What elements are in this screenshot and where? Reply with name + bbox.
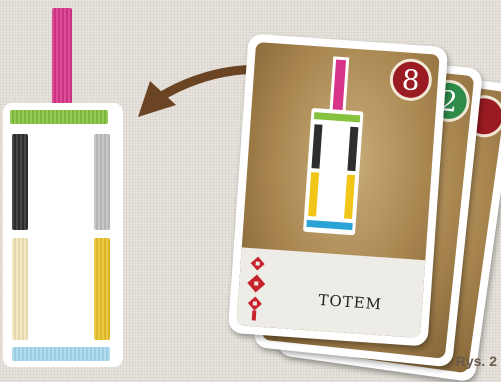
card-title: TOTEM xyxy=(278,288,423,316)
card-front-number: 8 xyxy=(401,63,421,97)
card-front[interactable]: TOTEM 8 xyxy=(228,33,448,346)
magenta-stick xyxy=(52,8,72,104)
lightblue-stick xyxy=(12,347,110,361)
figure-label: Rys. 2 xyxy=(456,353,497,369)
folk-embroidery-ornament-icon xyxy=(241,254,272,324)
card-magenta-stick xyxy=(333,60,346,111)
card-name-strip: TOTEM xyxy=(236,247,425,338)
green-stick xyxy=(10,110,108,124)
gray-stick xyxy=(94,134,110,230)
card-totem-diagram xyxy=(299,52,371,236)
cream-stick xyxy=(12,238,28,340)
yellow-stick xyxy=(94,238,110,340)
black-stick xyxy=(12,134,28,230)
